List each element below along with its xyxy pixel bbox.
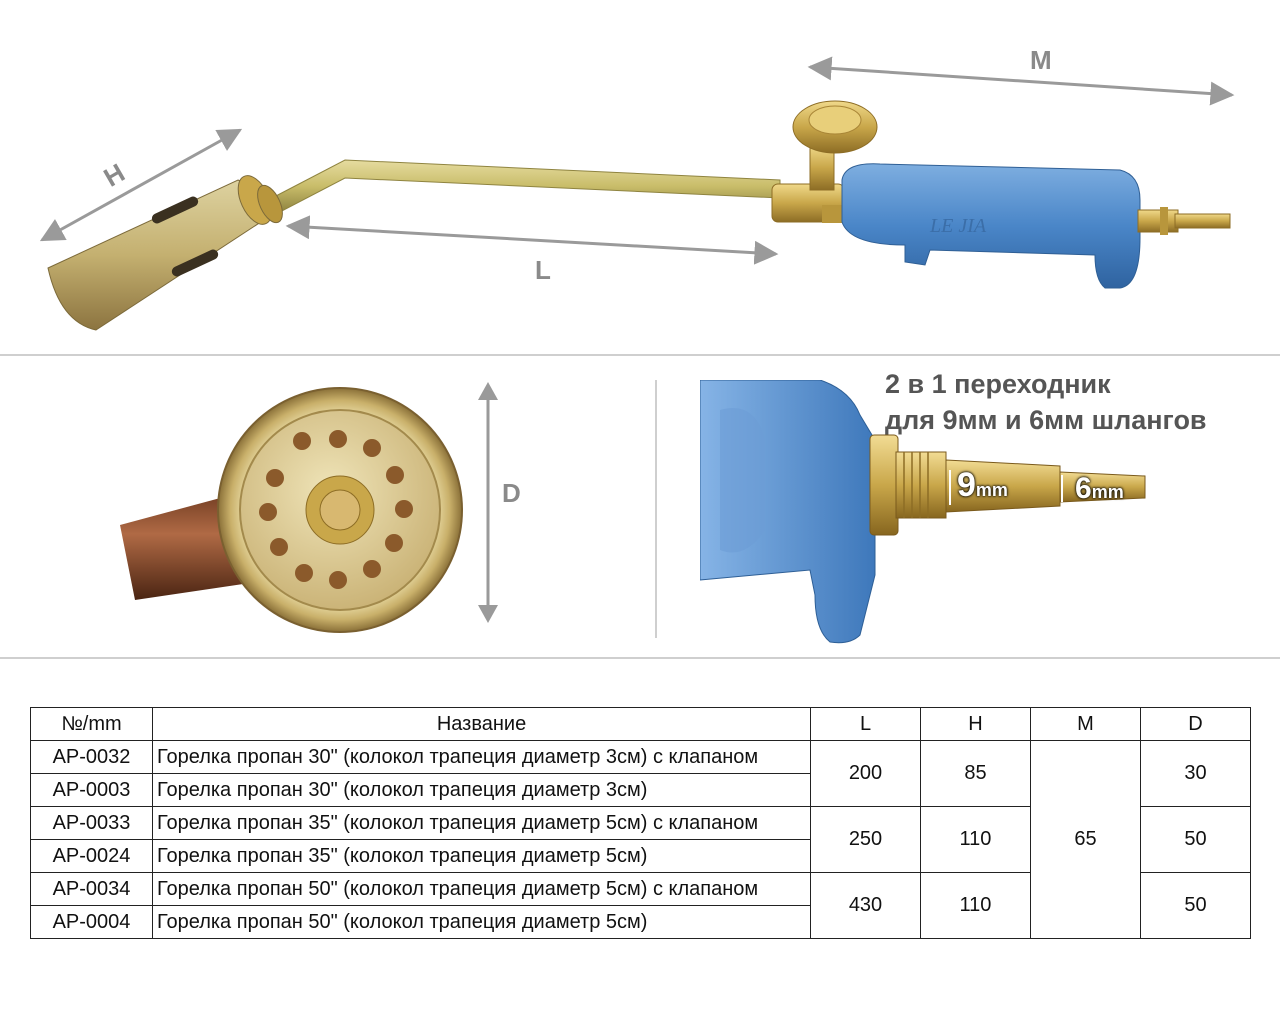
row-name: Горелка пропан 50" (колокол трапеция диа… — [152, 872, 811, 906]
divider-top — [0, 354, 1280, 356]
table-row: AP-0032 Горелка пропан 30" (колокол трап… — [30, 740, 1251, 939]
row-name: Горелка пропан 30" (колокол трапеция диа… — [152, 773, 811, 807]
row-code: AP-0004 — [30, 905, 153, 939]
row-code: AP-0024 — [30, 839, 153, 873]
valve — [771, 100, 878, 223]
cell-h: 110 — [920, 872, 1031, 939]
adapter-size-large-unit: mm — [975, 480, 1008, 500]
cell-d: 30 — [1140, 740, 1251, 807]
torch-tube — [271, 159, 781, 213]
nozzle-front-view — [120, 387, 463, 633]
cell-l: 430 — [810, 872, 921, 939]
torch-illustration: LE JIA — [39, 56, 1235, 331]
adapter-size-small: 6mm — [1075, 472, 1124, 506]
adapter-title-line2: для 9мм и 6мм шлангов — [885, 405, 1207, 435]
adapter-size-large-value: 9 — [957, 466, 976, 504]
row-code: AP-0003 — [30, 773, 153, 807]
adapter-size-small-value: 6 — [1075, 472, 1092, 505]
dimension-m-label: M — [1030, 45, 1052, 75]
divider-bottom — [0, 657, 1280, 659]
table-row: AP-0024 Горелка пропан 35" (колокол трап… — [30, 839, 1251, 873]
header-m: M — [1030, 707, 1141, 741]
cell-l: 200 — [810, 740, 921, 807]
dimension-m-arrow — [807, 56, 1235, 106]
table-row: AP-0034 Горелка пропан 50" (колокол трап… — [30, 872, 1251, 939]
adapter-size-large: 9mm — [957, 466, 1008, 505]
row-name: Горелка пропан 35" (колокол трапеция диа… — [152, 839, 811, 873]
dimension-l-label: L — [535, 255, 551, 285]
adapter-title-line1: 2 в 1 переходник — [885, 369, 1111, 399]
adapter-closeup — [700, 380, 1146, 644]
spec-table: №/mm Название L H M D AP-0032 Горелка пр… — [30, 707, 1251, 939]
hose-nipple — [1137, 207, 1231, 235]
row-name: Горелка пропан 30" (колокол трапеция диа… — [152, 740, 811, 774]
dimension-l-arrow — [285, 215, 779, 265]
handle-marking: LE JIA — [929, 215, 987, 237]
cell-d: 50 — [1140, 806, 1251, 873]
row-code: AP-0033 — [30, 806, 153, 840]
header-l: L — [810, 707, 921, 741]
row-code: AP-0034 — [30, 872, 153, 906]
cell-l: 250 — [810, 806, 921, 873]
header-code: №/mm — [30, 707, 153, 741]
adapter-size-small-unit: mm — [1091, 482, 1124, 502]
table-header-row: №/mm Название L H M D — [30, 707, 1251, 741]
cell-h: 110 — [920, 806, 1031, 873]
cell-h: 85 — [920, 740, 1031, 807]
row-name: Горелка пропан 50" (колокол трапеция диа… — [152, 905, 811, 939]
table-row: AP-0004 Горелка пропан 50" (колокол трап… — [30, 905, 1251, 939]
cell-d: 50 — [1140, 872, 1251, 939]
table-row: AP-0003 Горелка пропан 30" (колокол трап… — [30, 773, 1251, 807]
dimension-h-arrow — [39, 128, 243, 242]
row-name: Горелка пропан 35" (колокол трапеция диа… — [152, 806, 811, 840]
cell-m: 65 — [1030, 740, 1141, 939]
dimension-d-label: D — [502, 478, 521, 508]
row-code: AP-0032 — [30, 740, 153, 774]
burner-bell — [47, 175, 283, 331]
header-d: D — [1140, 707, 1251, 741]
header-h: H — [920, 707, 1031, 741]
dimension-d-arrow — [478, 382, 498, 623]
divider-vertical — [655, 380, 657, 638]
adapter-title: 2 в 1 переходник для 9мм и 6мм шлангов — [885, 366, 1207, 438]
table-row: AP-0033 Горелка пропан 35" (колокол трап… — [30, 806, 1251, 873]
header-name: Название — [152, 707, 811, 741]
blue-handle: LE JIA — [841, 163, 1141, 289]
